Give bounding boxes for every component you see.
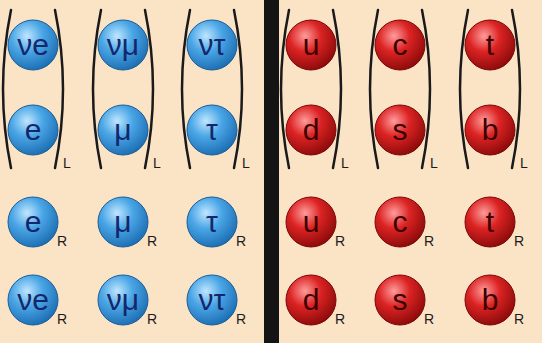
particle-symbol: d [303,115,320,145]
particle-symbol: c [393,30,408,60]
chirality-subscript: L [63,156,71,170]
fermion-ball: νμ [97,274,149,326]
chirality-subscript: R [335,234,345,248]
fermion-ball: d [285,274,337,326]
particle-symbol: νe [17,30,49,60]
fermion-ball: c [374,196,426,248]
particle-symbol: c [393,207,408,237]
particle-symbol: u [303,207,320,237]
particle-symbol: μ [114,115,131,145]
particle-symbol: e [25,115,42,145]
chirality-subscript: R [424,312,434,326]
particle-symbol: τ [206,207,218,237]
chirality-subscript: R [236,234,246,248]
chirality-subscript: R [236,312,246,326]
particle-symbol: νe [17,285,49,315]
particle-symbol: b [482,285,499,315]
chirality-subscript: R [514,234,524,248]
fermion-ball: t [464,196,516,248]
fermion-ball: b [464,104,516,156]
fermion-ball: τ [186,196,238,248]
fermion-ball: μ [97,104,149,156]
chirality-subscript: L [430,156,438,170]
fermion-ball: ντ [186,274,238,326]
fermion-ball: s [374,274,426,326]
particle-symbol: e [25,207,42,237]
particle-symbol: ντ [199,30,226,60]
chirality-subscript: R [335,312,345,326]
chirality-subscript: R [147,312,157,326]
particle-symbol: νμ [107,30,139,60]
fermion-ball: e [7,196,59,248]
particle-symbol: s [393,115,408,145]
particle-symbol: νμ [107,285,139,315]
chirality-subscript: R [147,234,157,248]
chirality-subscript: L [341,156,349,170]
fermion-ball: c [374,19,426,71]
chirality-subscript: R [514,312,524,326]
particle-symbol: t [486,30,494,60]
particle-symbol: μ [114,207,131,237]
fermion-ball: τ [186,104,238,156]
particle-symbol: u [303,30,320,60]
fermion-ball: u [285,19,337,71]
fermion-ball: s [374,104,426,156]
particle-symbol: s [393,285,408,315]
chirality-subscript: L [520,156,528,170]
fermion-ball: e [7,104,59,156]
chirality-subscript: R [57,312,67,326]
fermion-ball: b [464,274,516,326]
particle-symbol: τ [206,115,218,145]
fermion-ball: νμ [97,19,149,71]
fermion-ball: d [285,104,337,156]
particle-symbol: t [486,207,494,237]
chirality-subscript: R [424,234,434,248]
fermion-ball: νe [7,274,59,326]
particle-symbol: b [482,115,499,145]
particle-symbol: ντ [199,285,226,315]
chirality-subscript: L [153,156,161,170]
fermion-ball: u [285,196,337,248]
fermion-ball: t [464,19,516,71]
fermion-ball: ντ [186,19,238,71]
chirality-subscript: L [242,156,250,170]
particle-symbol: d [303,285,320,315]
chirality-subscript: R [57,234,67,248]
fermion-ball: νe [7,19,59,71]
fermion-ball: μ [97,196,149,248]
